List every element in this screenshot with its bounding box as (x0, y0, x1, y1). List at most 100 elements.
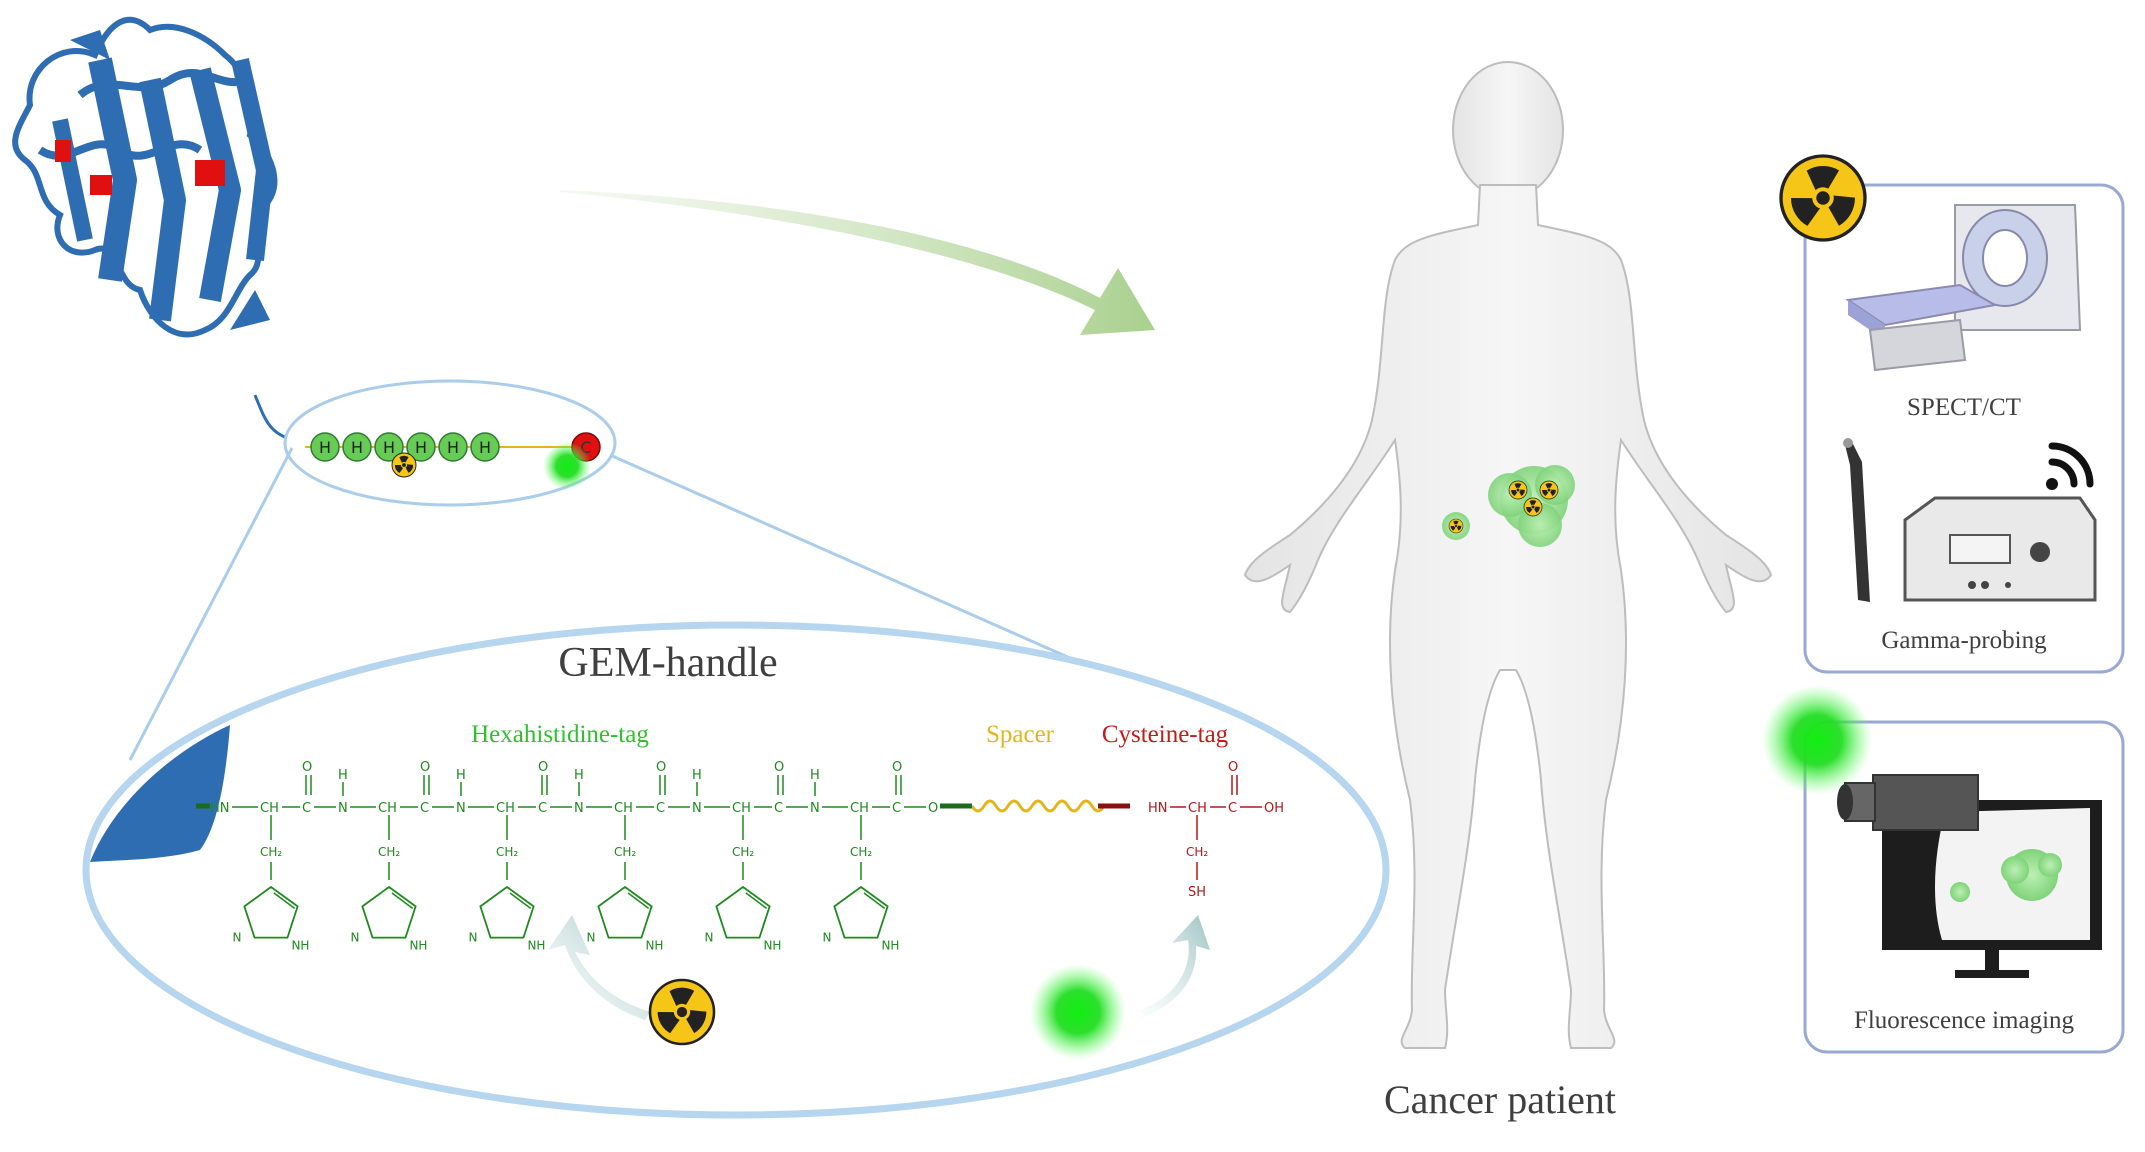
his-bead (342, 432, 372, 462)
tumor-radiation-icon-2 (1540, 481, 1558, 499)
his-amide-n: N (456, 801, 466, 816)
his-bead (374, 432, 404, 462)
cysteine-tag-label: Cysteine-tag (1102, 721, 1229, 748)
gamma-probing-label: Gamma-probing (1881, 627, 2047, 654)
his-bead-label: H (383, 438, 395, 457)
his-ester-o: O (928, 801, 938, 816)
fluorescence-imaging-label: Fluorescence imaging (1854, 1007, 2075, 1034)
his-alpha-carbon: CH (496, 801, 515, 816)
cys-c: C (1228, 801, 1237, 816)
cys-sh: SH (1188, 885, 1206, 900)
his-ring-n: N (233, 931, 242, 945)
his-ring-n: N (469, 931, 478, 945)
spacer-wave (970, 799, 1106, 813)
panel-fluorescence-glow-icon (1762, 685, 1872, 795)
panel-radiation-icon (1781, 156, 1865, 240)
his-ring-nh: NH (409, 939, 427, 953)
his-carbonyl-carbon: C (656, 801, 665, 816)
his-bead (310, 432, 340, 462)
tumor-radiation-icon-4 (1449, 519, 1463, 533)
cys-hn: HN (1148, 801, 1168, 816)
his-amide-h: H (338, 768, 348, 783)
radiolabel-arrow (548, 915, 650, 1020)
his-n-terminus: HN (210, 801, 230, 816)
cys-o: O (1228, 760, 1238, 775)
his-ring-nh: NH (763, 939, 781, 953)
his-ring-nh: NH (881, 939, 899, 953)
fluorescence-glow-icon-large (1030, 964, 1126, 1060)
tumor-radiation-icon-3 (1524, 498, 1542, 516)
his-bead (438, 432, 468, 462)
his-bead-label: H (351, 438, 363, 457)
zoom-line-left (128, 447, 294, 761)
his-bead-label: H (319, 438, 331, 457)
his-alpha-carbon: CH (732, 801, 751, 816)
spect-ct-scanner-icon (1845, 204, 2082, 372)
his-amide-n: N (338, 801, 348, 816)
his-carbonyl-carbon: C (302, 801, 311, 816)
his-amide-h: H (456, 768, 466, 783)
his-carbonyl-oxygen: O (302, 760, 312, 775)
his-ch2: CH₂ (496, 845, 518, 859)
his-ch2: CH₂ (732, 845, 754, 859)
his-carbonyl-oxygen: O (774, 760, 784, 775)
cysteine-bead-label: C (580, 438, 591, 457)
his-ch2: CH₂ (260, 845, 282, 859)
spect-ct-label: SPECT/CT (1907, 394, 2021, 421)
tumor-radiation-icon-1 (1509, 481, 1527, 499)
cys-oh: OH (1264, 801, 1284, 816)
fluorescence-camera-icon (1837, 774, 1979, 831)
hexahistidine-tag-label: Hexahistidine-tag (471, 721, 649, 748)
his-bead (406, 432, 436, 462)
gem-handle-lens (82, 621, 1390, 1119)
his-carbonyl-carbon: C (538, 801, 547, 816)
his-ring-nh: NH (645, 939, 663, 953)
his-ch2: CH₂ (614, 845, 636, 859)
his-carbonyl-carbon: C (892, 801, 901, 816)
his-ring-nh: NH (291, 939, 309, 953)
wireless-signal-icon (2046, 442, 2094, 490)
his-ring-n: N (351, 931, 360, 945)
his-alpha-carbon: CH (260, 801, 279, 816)
patient-body (1243, 61, 1773, 1049)
his-ring-n: N (823, 931, 832, 945)
his-carbonyl-oxygen: O (420, 760, 430, 775)
spacer-label: Spacer (986, 721, 1055, 748)
his-alpha-carbon: CH (614, 801, 633, 816)
his-carbonyl-oxygen: O (656, 760, 666, 775)
his-ring-nh: NH (527, 939, 545, 953)
his-ring-n: N (587, 931, 596, 945)
cys-ch2: CH₂ (1186, 845, 1208, 859)
his-bead-label: H (415, 438, 427, 457)
protein-structure-icon (12, 16, 296, 442)
fluorophore-arrow (1140, 915, 1210, 1018)
his-amide-h: H (810, 768, 820, 783)
his-amide-n: N (810, 801, 820, 816)
cysteine-residue: HN CH C O OH CH₂ SH (1148, 760, 1284, 900)
his-alpha-carbon: CH (378, 801, 397, 816)
his-amide-n: N (574, 801, 584, 816)
his-alpha-carbon: CH (850, 801, 869, 816)
his-bead (470, 432, 500, 462)
his-bead-label: H (447, 438, 459, 457)
his-carbonyl-oxygen: O (892, 760, 902, 775)
gem-handle-title: GEM-handle (558, 640, 777, 686)
his-carbonyl-carbon: C (774, 801, 783, 816)
his-carbonyl-oxygen: O (538, 760, 548, 775)
his-ring-n: N (705, 931, 714, 945)
his-carbonyl-carbon: C (420, 801, 429, 816)
his-amide-n: N (692, 801, 702, 816)
gamma-probe-icon (1843, 438, 1870, 602)
radiation-icon (392, 453, 416, 477)
radiation-icon-large (650, 980, 714, 1044)
delivery-arrow (560, 190, 1155, 335)
protein-edge-shape (90, 725, 230, 862)
his-ch2: CH₂ (850, 845, 872, 859)
cancer-patient-label: Cancer patient (1384, 1077, 1616, 1122)
cys-ch: CH (1188, 801, 1207, 816)
gamma-console-icon (1903, 496, 2097, 602)
his-ch2: CH₂ (378, 845, 400, 859)
